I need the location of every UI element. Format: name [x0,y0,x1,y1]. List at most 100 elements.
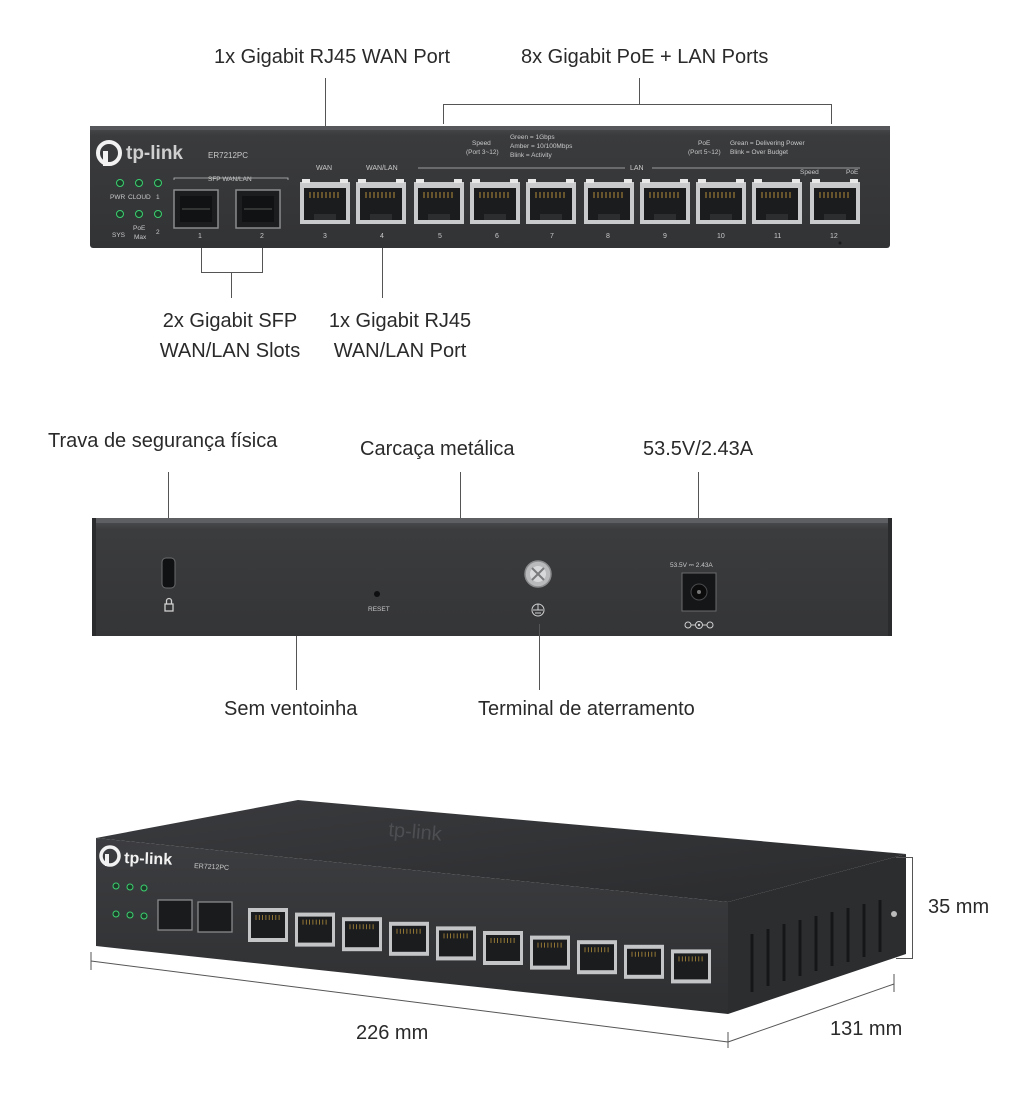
speed-legend-green: Green = 1Gbps [510,134,555,141]
port-number-9: 9 [663,233,667,240]
port-number-12: 12 [830,233,838,240]
speed-legend-blink: Blink = Activity [510,152,552,159]
wanlan-header: WAN/LAN [366,165,398,172]
dim-height-bottom [896,958,913,959]
perspective-brand-text: tp-link [124,850,173,869]
port-number-7: 7 [550,233,554,240]
led-label-2: 2 [156,229,160,236]
power-rating-label: 53.5V ⎓ 2.43A [670,562,713,569]
dim-height-line [912,857,913,959]
port-number-8: 8 [606,233,610,240]
rj45-port-5[interactable] [414,179,464,224]
rj45-ports [300,179,860,224]
led-key-speed: Speed [800,169,819,176]
model-text: ER7212PC [208,151,248,160]
callout-sfp-line2: WAN/LAN Slots [159,340,301,362]
dim-height-label: 35 mm [928,896,990,918]
security-lock-slot[interactable] [161,557,176,589]
rj45-port-11[interactable] [752,179,802,224]
sfp-group-label: SFP WAN/LAN [208,176,252,183]
leader-poe-stem [639,78,640,104]
leader-sfp-stem [231,272,232,298]
leader-poe-right [831,104,832,124]
wan-header: WAN [316,165,332,172]
perspective-port-4 [295,912,335,947]
port-number-4: 4 [380,233,384,240]
callout-sfp: 2x Gigabit SFP WAN/LAN Slots [140,306,320,366]
rj45-port-9[interactable] [640,179,690,224]
dc-power-jack[interactable] [681,572,717,612]
speed-legend-ports: (Port 3~12) [466,149,499,156]
dim-height-top [896,857,913,858]
led-label-poe: PoE [133,225,146,232]
rj45-port-7[interactable] [526,179,576,224]
leader-rj45 [382,248,383,298]
callout-poe-lan-ports: 8x Gigabit PoE + LAN Ports [521,46,769,68]
leader-housing [460,472,461,518]
reset-pinhole[interactable] [374,591,380,597]
status-leds [116,179,162,218]
leader-sfp-bracket [201,272,263,273]
perspective-port-3 [248,908,288,942]
perspective-port-8 [483,931,523,965]
perspective-logo-icon [99,845,121,867]
rj45-port-8[interactable] [584,179,634,224]
port-number-5: 5 [438,233,442,240]
leader-fanless [296,636,297,690]
poe-legend-ports: (Port 5~12) [688,149,721,156]
dim-lines [90,952,895,1048]
callout-rj45-line1: 1x Gigabit RJ45 [328,310,472,332]
leader-lock [168,472,169,556]
callout-lock: Trava de segurança física [48,430,278,452]
perspective-port-12 [671,949,711,984]
led-key-poe: PoE [846,169,859,176]
leader-poe-left [443,104,444,124]
perspective-model-text: ER7212PC [194,863,229,872]
leader-ground [539,624,540,690]
perspective-port-7 [436,926,476,961]
rear-panel: RESET 53.5V ⎓ 2.43A [92,518,892,636]
poe-legend-green: Grean = Delivering Power [730,140,805,147]
led-label-sys: SYS [112,232,126,239]
lan-header: LAN [630,165,644,172]
port-number-3: 3 [323,233,327,240]
leader-sfp-left [201,248,202,272]
perspective-port-9 [530,935,570,970]
top-brand-text: tp-link [388,819,444,846]
tp-link-logo-icon [96,140,122,166]
port-number-10: 10 [717,233,725,240]
reset-label: RESET [368,606,390,613]
side-vents [750,900,882,992]
rj45-port-3[interactable] [300,179,350,224]
callout-rj45-line2: WAN/LAN Port [333,340,467,362]
ground-screw-icon [524,560,552,588]
leader-poe-bracket [443,104,831,105]
speed-legend-amber: Amber = 10/100Mbps [510,143,573,150]
port-number-2: 2 [260,233,264,240]
leader-sfp-right [262,248,263,272]
port-number-11: 11 [774,233,781,240]
sfp-slot-2[interactable] [235,189,281,229]
callout-sfp-line1: 2x Gigabit SFP [162,310,298,332]
poe-legend-blink: Blink = Over Budget [730,149,788,156]
perspective-port-10 [577,940,617,975]
rj45-port-4[interactable] [356,179,406,224]
perspective-port-11 [624,944,664,979]
led-label-max: Max [134,234,147,241]
sfp-slot-1[interactable] [173,189,219,229]
speed-legend-title: Speed [472,140,491,147]
perspective-port-5 [342,917,382,952]
rj45-port-6[interactable] [470,179,520,224]
front-panel: tp-link ER7212PC PWR CLOUD 1 SYS PoE Max… [90,126,890,248]
port-number-6: 6 [495,233,499,240]
polarity-icon [684,621,714,629]
perspective-rj45-ports [248,908,711,984]
callout-fanless: Sem ventoinha [224,698,358,720]
rj45-port-10[interactable] [696,179,746,224]
led-label-pwr: PWR [110,194,125,201]
rj45-port-12[interactable] [810,179,860,224]
brand-text: tp-link [126,143,183,164]
led-label-cloud: CLOUD [128,194,151,201]
callout-ground: Terminal de aterramento [478,698,695,720]
port-number-1: 1 [198,233,202,240]
